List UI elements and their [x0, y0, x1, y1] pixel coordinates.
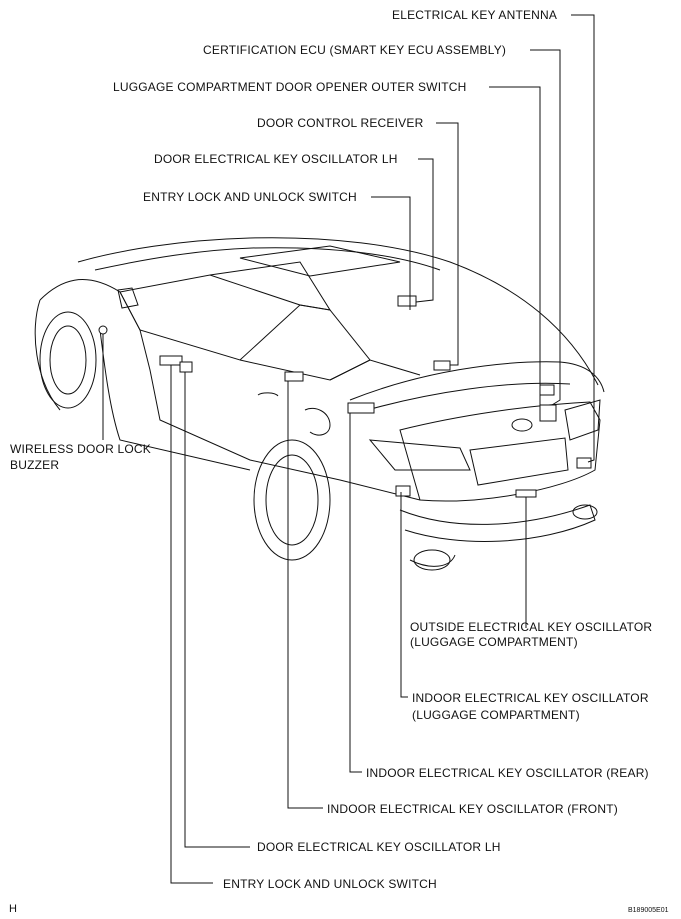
label-door-key-oscillator-lh-bottom: DOOR ELECTRICAL KEY OSCILLATOR LH — [257, 840, 501, 854]
label-indoor-luggage-line1: INDOOR ELECTRICAL KEY OSCILLATOR — [412, 691, 649, 705]
label-outside-oscillator-line1: OUTSIDE ELECTRICAL KEY OSCILLATOR — [410, 620, 653, 634]
label-entry-lock-switch-top: ENTRY LOCK AND UNLOCK SWITCH — [143, 190, 357, 204]
label-wireless-buzzer-line1: WIRELESS DOOR LOCK — [10, 442, 151, 456]
label-indoor-rear: INDOOR ELECTRICAL KEY OSCILLATOR (REAR) — [366, 766, 649, 780]
label-door-key-oscillator-lh-top: DOOR ELECTRICAL KEY OSCILLATOR LH — [154, 152, 398, 166]
label-electrical-key-antenna: ELECTRICAL KEY ANTENNA — [392, 8, 558, 22]
label-entry-lock-switch-bottom: ENTRY LOCK AND UNLOCK SWITCH — [223, 877, 437, 891]
leader-lines — [102, 14, 595, 884]
label-door-control-receiver: DOOR CONTROL RECEIVER — [257, 116, 424, 130]
corner-mark: H — [9, 903, 18, 915]
label-certification-ecu: CERTIFICATION ECU (SMART KEY ECU ASSEMBL… — [203, 43, 507, 57]
label-indoor-front: INDOOR ELECTRICAL KEY OSCILLATOR (FRONT) — [327, 802, 618, 816]
car-illustration — [34, 237, 605, 571]
label-indoor-luggage-line2: (LUGGAGE COMPARTMENT) — [412, 708, 580, 722]
component-markers — [98, 295, 592, 498]
label-luggage-opener-switch: LUGGAGE COMPARTMENT DOOR OPENER OUTER SW… — [113, 80, 467, 94]
figure-code: B189005E01 — [628, 907, 669, 914]
label-outside-oscillator-line2: (LUGGAGE COMPARTMENT) — [410, 635, 578, 649]
label-wireless-buzzer-line2: BUZZER — [10, 458, 60, 472]
